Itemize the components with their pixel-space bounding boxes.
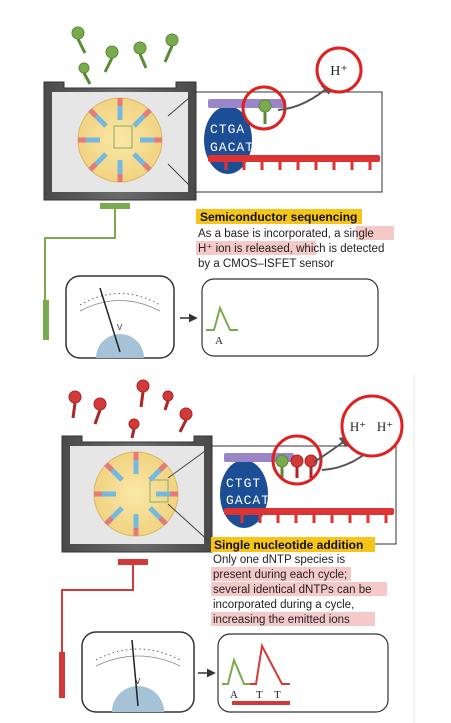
panel-single-nucleotide-addition: CTGT GACATAACAGTA H⁺ H⁺ Single nucleotid… [59, 375, 415, 723]
hydrogen-ion-label: H⁺ [350, 419, 366, 434]
description-line: several identical dNTPs can be [213, 584, 372, 596]
trace-base-label: A [215, 335, 223, 347]
dntp-icon [93, 397, 107, 425]
trace-base-label: T [274, 689, 281, 701]
highlight-band [211, 582, 387, 596]
zoom-line [167, 503, 213, 545]
signal-peak [222, 656, 250, 685]
trace-base-label: T [256, 689, 263, 701]
meter-needle [99, 287, 121, 353]
dntp-icon [71, 26, 87, 54]
dntp-icon [162, 390, 174, 411]
ion-circle [340, 394, 404, 458]
dntp-icon [133, 41, 148, 69]
voltmeter: V [81, 631, 195, 713]
dna-bottom-sequence: GACATAACAGTA [210, 140, 316, 155]
dntp-icon [128, 418, 140, 439]
signal-trace-panel: A [201, 278, 379, 357]
voltmeter: V [65, 275, 175, 359]
dntp-group-green [71, 26, 179, 85]
description-line: incorporated during a cycle, [213, 599, 354, 611]
meter-terminal [43, 300, 49, 340]
ion-circle [315, 46, 363, 94]
incorporated-dntp-icon [290, 454, 304, 468]
circuit-wire [61, 565, 134, 655]
panel-heading: Semiconductor sequencing [200, 210, 357, 224]
dntp-group-red [68, 379, 193, 439]
highlight-band [211, 612, 375, 626]
incorporated-dntp-icon [258, 99, 272, 113]
panel-heading: Single nucleotide addition [214, 538, 363, 552]
template-strand [208, 155, 380, 162]
meter-terminal [59, 652, 65, 698]
heading-background [196, 209, 362, 224]
dna-top-sequence: CTGA [210, 122, 245, 137]
dntp-icon [68, 390, 82, 419]
highlight-circle [271, 434, 323, 486]
signal-peak [206, 305, 238, 331]
heading-background [211, 537, 375, 552]
dntp-icon [78, 62, 92, 85]
dna-zoom-panel: CTGT GACATAACAGTA [211, 445, 397, 545]
description-line: by a CMOS–ISFET sensor [198, 258, 334, 270]
zoom-line [167, 91, 197, 117]
template-strand [224, 508, 394, 515]
dntp-icon [136, 379, 150, 408]
hydrogen-ion-label: H⁺ [330, 64, 348, 79]
meter-unit-label: V [117, 323, 123, 332]
dna-top-sequence: CTGT [226, 476, 261, 491]
signal-peak [250, 642, 290, 685]
bead-dna-strands [78, 98, 162, 182]
homopolymer-bar [232, 701, 290, 705]
incorporated-dntp-icon [275, 454, 289, 468]
meter-unit-label: V [135, 677, 141, 686]
dntp-icon [163, 33, 179, 63]
panel-semiconductor-sequencing: CTGA GACATAACAGTA H⁺ Semiconductor seque… [43, 26, 394, 359]
description-line: present during each cycle; [213, 569, 347, 581]
description-line: increasing the emitted ions [213, 614, 350, 626]
hydrogen-ion-label: H⁺ [377, 419, 393, 434]
zoom-line [167, 163, 197, 193]
description-line: As a base is incorporated, a single [198, 228, 374, 240]
bead-dna-strands [94, 452, 178, 536]
signal-trace-panel: A T T [217, 633, 389, 713]
primer-strand [208, 99, 286, 108]
meter-needle [131, 639, 139, 707]
description-line: H⁺ ion is released, which is detected [198, 243, 384, 255]
trace-base-label: A [230, 689, 238, 701]
chip-terminal [118, 559, 148, 565]
highlight-circle [241, 85, 287, 131]
highlight-band [356, 226, 394, 240]
circuit-wire [44, 209, 116, 302]
dna-zoom-panel: CTGA GACATAACAGTA [195, 91, 383, 193]
highlight-band [211, 567, 351, 581]
dntp-icon [103, 45, 119, 73]
description-line: Only one dNTP species is [213, 554, 345, 566]
dna-bottom-sequence: GACATAACAGTA [226, 493, 332, 508]
chip-terminal [100, 203, 130, 209]
dntp-icon [178, 407, 193, 433]
highlight-band [196, 241, 316, 255]
zoom-line [167, 445, 213, 479]
